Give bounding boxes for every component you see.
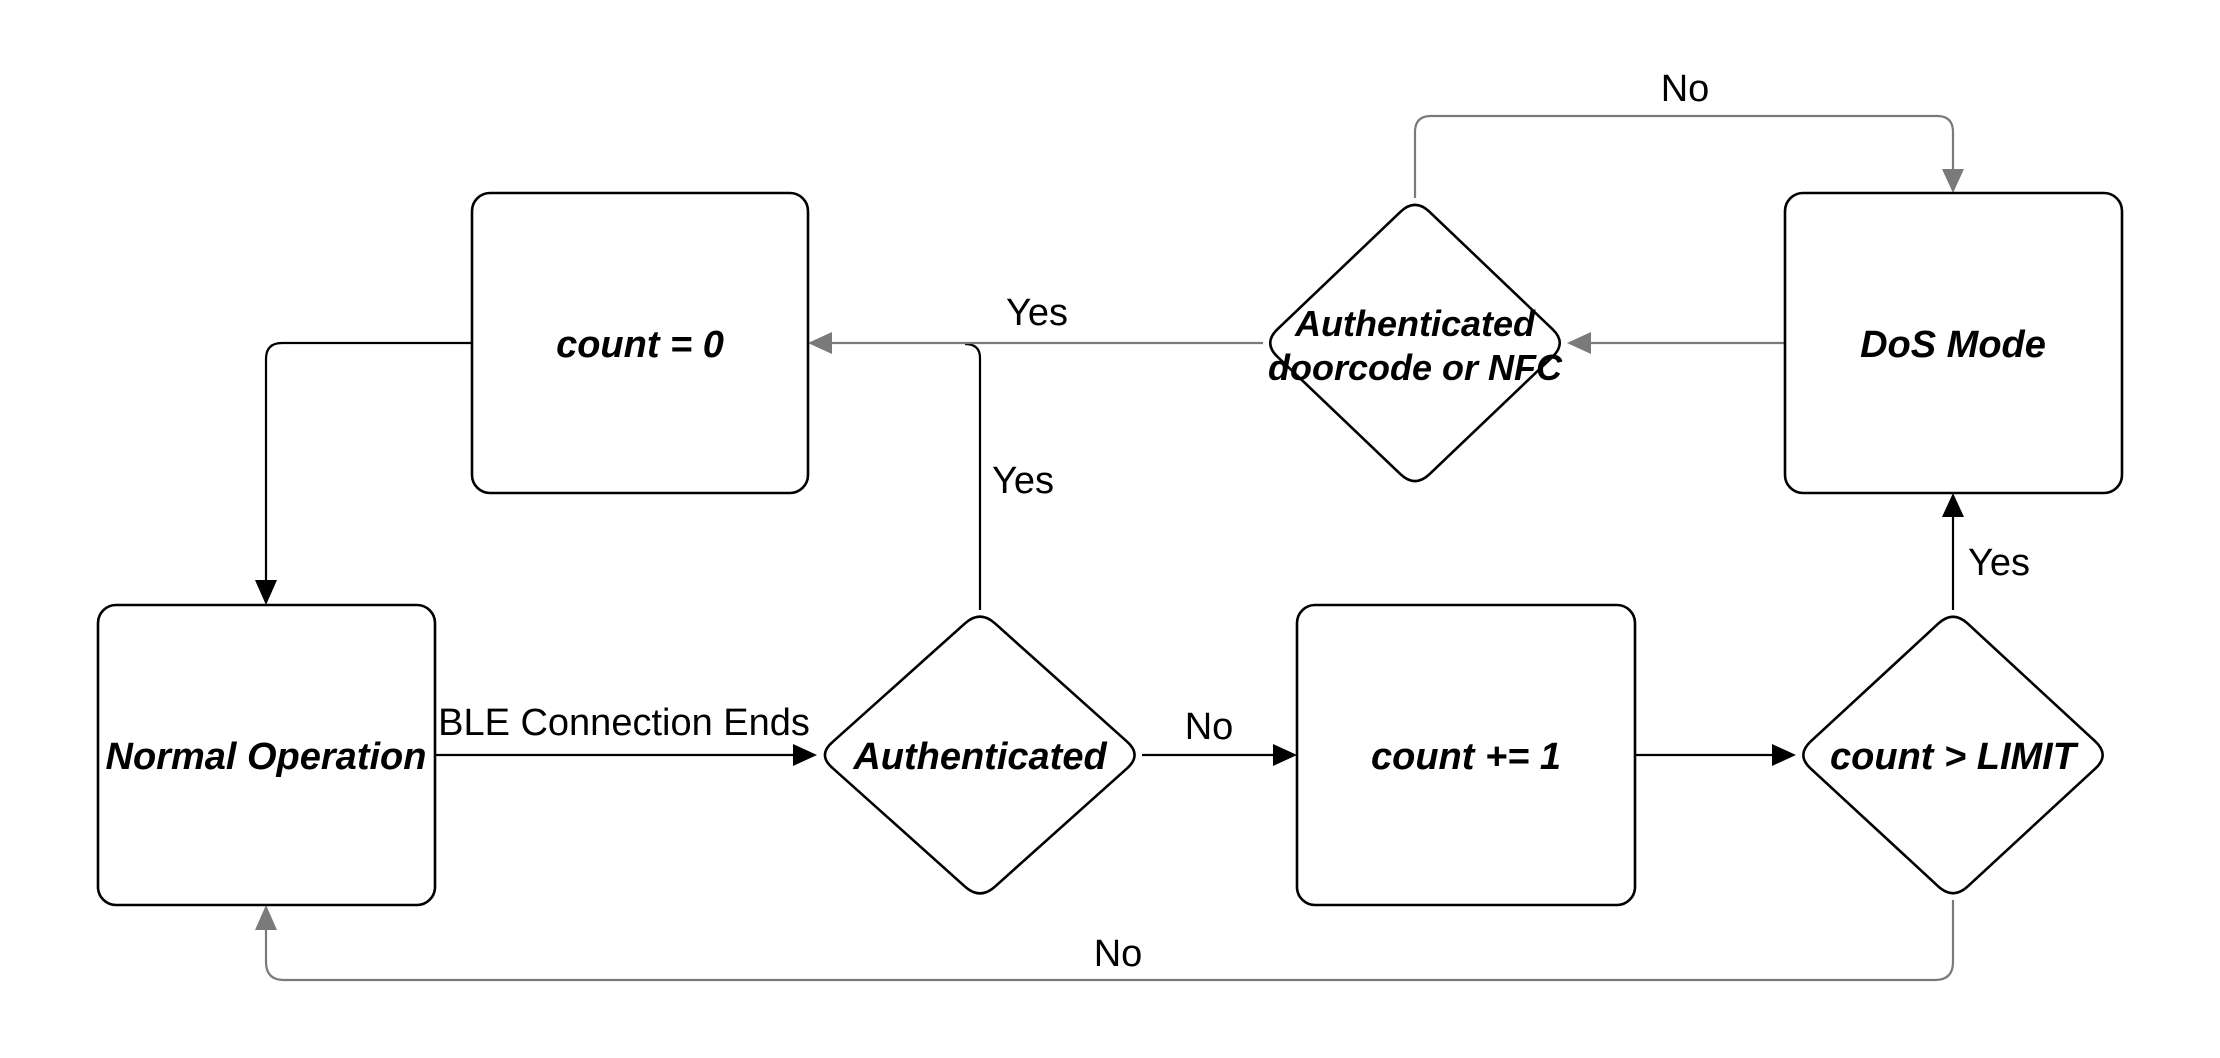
edge-limit-no-to-normal: No (255, 900, 1955, 982)
node-count-limit: count > LIMIT (1802, 615, 2104, 895)
edge-doorcode-no-to-dos: No (1413, 68, 1964, 198)
edge-label-doorcode-yes: Yes (1006, 292, 1068, 334)
process-box (96, 603, 437, 907)
decision-diamond (1268, 203, 1562, 483)
edge-increment-to-limit (1635, 744, 1796, 766)
node-label-count-limit: count > LIMIT (1830, 736, 2079, 778)
arrowhead-down-icon (255, 580, 277, 605)
edge-label-limit-no: No (1094, 933, 1143, 975)
node-normal-operation: Normal Operation (96, 603, 437, 907)
node-label-normal-operation: Normal Operation (106, 736, 427, 778)
edge-line (1413, 114, 1955, 198)
node-label-count-zero: count = 0 (556, 324, 724, 366)
edge-label-limit-yes: Yes (1968, 542, 2030, 584)
process-box (1295, 603, 1637, 907)
edge-authenticated-yes-to-countzero: Yes (964, 342, 1054, 610)
arrowhead-down-icon (1942, 169, 1964, 193)
node-label-authenticated: Authenticated (852, 736, 1107, 778)
edge-label-ble: BLE Connection Ends (438, 702, 810, 744)
node-label-count-increment: count += 1 (1371, 736, 1561, 778)
edge-line (264, 341, 472, 596)
node-count-zero: count = 0 (470, 191, 810, 495)
process-box (470, 191, 810, 495)
process-box (1783, 191, 2124, 495)
arrowhead-left-icon (808, 332, 832, 354)
edge-label-authenticated-yes: Yes (992, 460, 1054, 502)
arrowhead-right-icon (793, 744, 817, 766)
node-label-auth-doorcode-line2: doorcode or NFC (1268, 347, 1563, 388)
edge-dos-to-doorcode (1567, 332, 1785, 354)
decision-diamond (823, 615, 1136, 895)
arrowhead-right-icon (1273, 744, 1297, 766)
node-count-increment: count += 1 (1295, 603, 1637, 907)
edge-authenticated-no-to-increment: No (1142, 706, 1297, 766)
node-dos-mode: DoS Mode (1783, 191, 2124, 495)
edge-countzero-to-normal (255, 341, 472, 605)
edge-label-authenticated-no: No (1185, 706, 1234, 748)
edge-line (964, 342, 982, 610)
node-auth-doorcode: Authenticated doorcode or NFC (1268, 203, 1563, 483)
edge-line (264, 900, 1955, 982)
edge-limit-yes-to-dos: Yes (1942, 493, 2030, 610)
edge-normal-to-authenticated: BLE Connection Ends (435, 702, 817, 766)
node-label-auth-doorcode-line1: Authenticated (1294, 303, 1536, 344)
arrowhead-right-icon (1772, 744, 1796, 766)
arrowhead-up-icon (255, 905, 277, 930)
decision-diamond (1802, 615, 2104, 895)
arrowhead-up-icon (1942, 493, 1964, 517)
edge-doorcode-yes-to-countzero: Yes (808, 292, 1263, 354)
arrowhead-left-icon (1567, 332, 1591, 354)
node-label-dos-mode: DoS Mode (1860, 324, 2046, 366)
edge-label-doorcode-no: No (1661, 68, 1710, 110)
node-authenticated: Authenticated (823, 615, 1136, 895)
